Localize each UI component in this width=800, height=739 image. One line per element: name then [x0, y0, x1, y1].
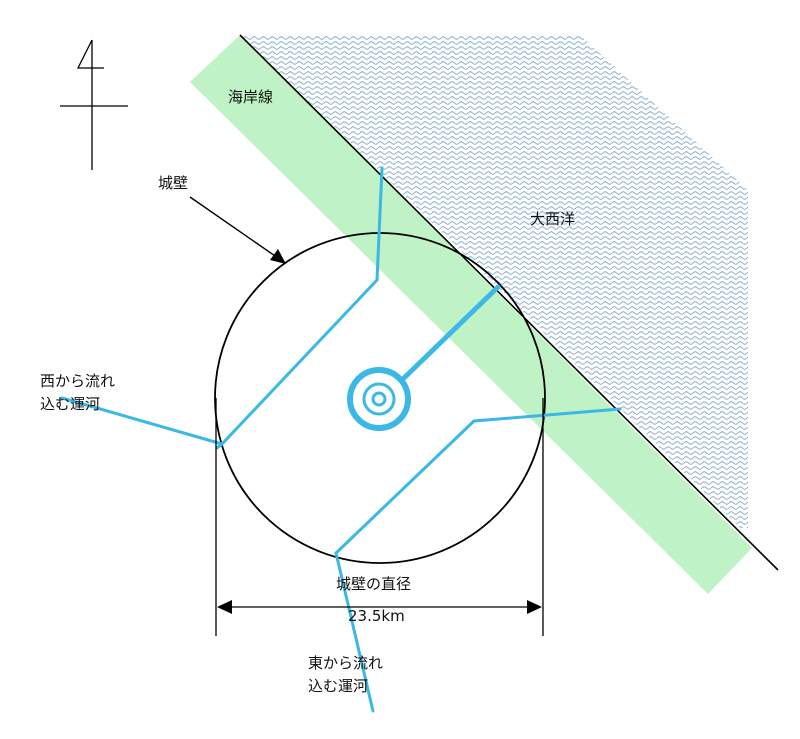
west-canal: [60, 396, 224, 446]
wall-pointer-arrow: [189, 196, 286, 264]
diameter-dimension: [215, 398, 544, 636]
east-canal-label-line2: 込む運河: [308, 677, 369, 696]
east-canal: [334, 407, 622, 713]
canals: [60, 166, 622, 713]
diameter-value: 23.5km: [348, 607, 405, 625]
west-canal-label-line2: 込む運河: [40, 395, 101, 414]
east-canal-label: 東から流れ 込む運河: [308, 652, 383, 699]
west-canal-label: 西から流れ 込む運河: [40, 370, 115, 417]
central-spoke: [401, 284, 501, 381]
wall-label: 城壁: [158, 174, 189, 192]
north-canal: [215, 166, 384, 450]
coastline-label: 海岸線: [228, 88, 274, 106]
concentric-rings-icon: [347, 367, 411, 431]
east-canal-label-line1: 東から流れ: [308, 654, 384, 672]
west-canal-label-line1: 西から流れ: [40, 372, 116, 390]
north-arrow-icon: [60, 39, 128, 170]
ocean-label: 大西洋: [530, 210, 576, 228]
atlantic-ocean-area: [240, 35, 748, 528]
coastline: [239, 34, 779, 571]
diameter-title: 城壁の直径: [336, 575, 412, 593]
